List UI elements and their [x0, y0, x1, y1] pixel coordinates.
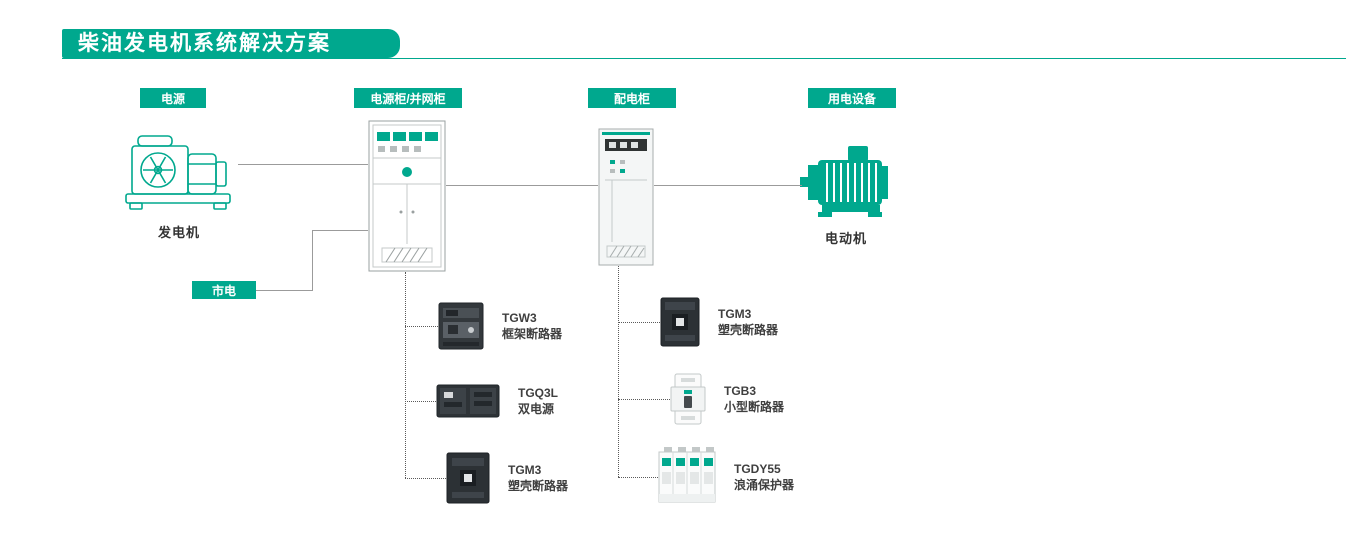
- page-title: 柴油发电机系统解决方案: [62, 29, 400, 58]
- surge-protector-icon: [658, 447, 716, 507]
- connector-mains-vertical: [312, 230, 313, 291]
- frame-circuit-breaker-icon: [438, 302, 484, 350]
- product-item-tgm3-left: TGM3 塑壳断路器: [446, 452, 568, 504]
- miniature-breaker-icon: [670, 373, 706, 425]
- connector-mains-horizontal: [256, 290, 313, 291]
- distribution-cabinet-icon: [598, 128, 654, 266]
- product-item-tgm3-right: TGM3 塑壳断路器: [660, 297, 778, 347]
- dotted-branch-tgb3: [618, 399, 670, 400]
- header-rule: [62, 58, 1346, 59]
- dotted-branch-tgm3-left: [405, 478, 446, 479]
- dotted-branch-tgdy55: [618, 477, 658, 478]
- motor-label: 电动机: [824, 231, 867, 246]
- product-model: TGB3: [724, 384, 757, 398]
- product-name: 框架断路器: [502, 327, 563, 341]
- dotted-trunk-distribution: [618, 266, 619, 477]
- dotted-trunk-power-cabinet: [405, 272, 406, 478]
- product-model: TGDY55: [734, 462, 781, 476]
- badge-mains: 市电: [192, 281, 256, 299]
- dual-power-switch-icon: [436, 382, 500, 420]
- badge-distribution-cabinet: 配电柜: [588, 88, 676, 108]
- product-model: TGM3: [718, 307, 752, 321]
- badge-power-cabinet: 电源柜/并网柜: [354, 88, 462, 108]
- connector-power-cabinet-to-distribution: [446, 185, 598, 186]
- product-model: TGW3: [502, 311, 537, 325]
- product-item-tgb3: TGB3 小型断路器: [670, 373, 784, 425]
- connector-mains-to-power-cabinet: [312, 230, 368, 231]
- badge-power-source: 电源: [140, 88, 206, 108]
- molded-case-breaker-icon: [660, 297, 700, 347]
- electric-motor-icon: [800, 146, 892, 220]
- product-name: 浪涌保护器: [734, 478, 795, 492]
- connector-generator-to-power-cabinet: [238, 164, 368, 165]
- product-model: TGM3: [508, 463, 542, 477]
- dotted-branch-tgm3-right: [618, 322, 660, 323]
- diesel-generator-icon: [120, 118, 238, 216]
- connector-distribution-to-motor: [654, 185, 802, 186]
- generator-label: 发电机: [157, 225, 200, 240]
- product-item-tgdy55: TGDY55 浪涌保护器: [658, 447, 794, 507]
- product-name: 小型断路器: [724, 400, 785, 414]
- badge-electric-equipment: 用电设备: [808, 88, 896, 108]
- dotted-branch-tgw3: [405, 326, 438, 327]
- molded-case-breaker-icon: [446, 452, 490, 504]
- product-name: 塑壳断路器: [508, 479, 569, 493]
- product-name: 双电源: [518, 402, 555, 416]
- power-cabinet-icon: [368, 120, 446, 272]
- product-item-tgq3l: TGQ3L 双电源: [436, 382, 558, 420]
- product-name: 塑壳断路器: [718, 323, 779, 337]
- product-item-tgw3: TGW3 框架断路器: [438, 302, 562, 350]
- product-model: TGQ3L: [518, 386, 559, 400]
- dotted-branch-tgq3l: [405, 401, 436, 402]
